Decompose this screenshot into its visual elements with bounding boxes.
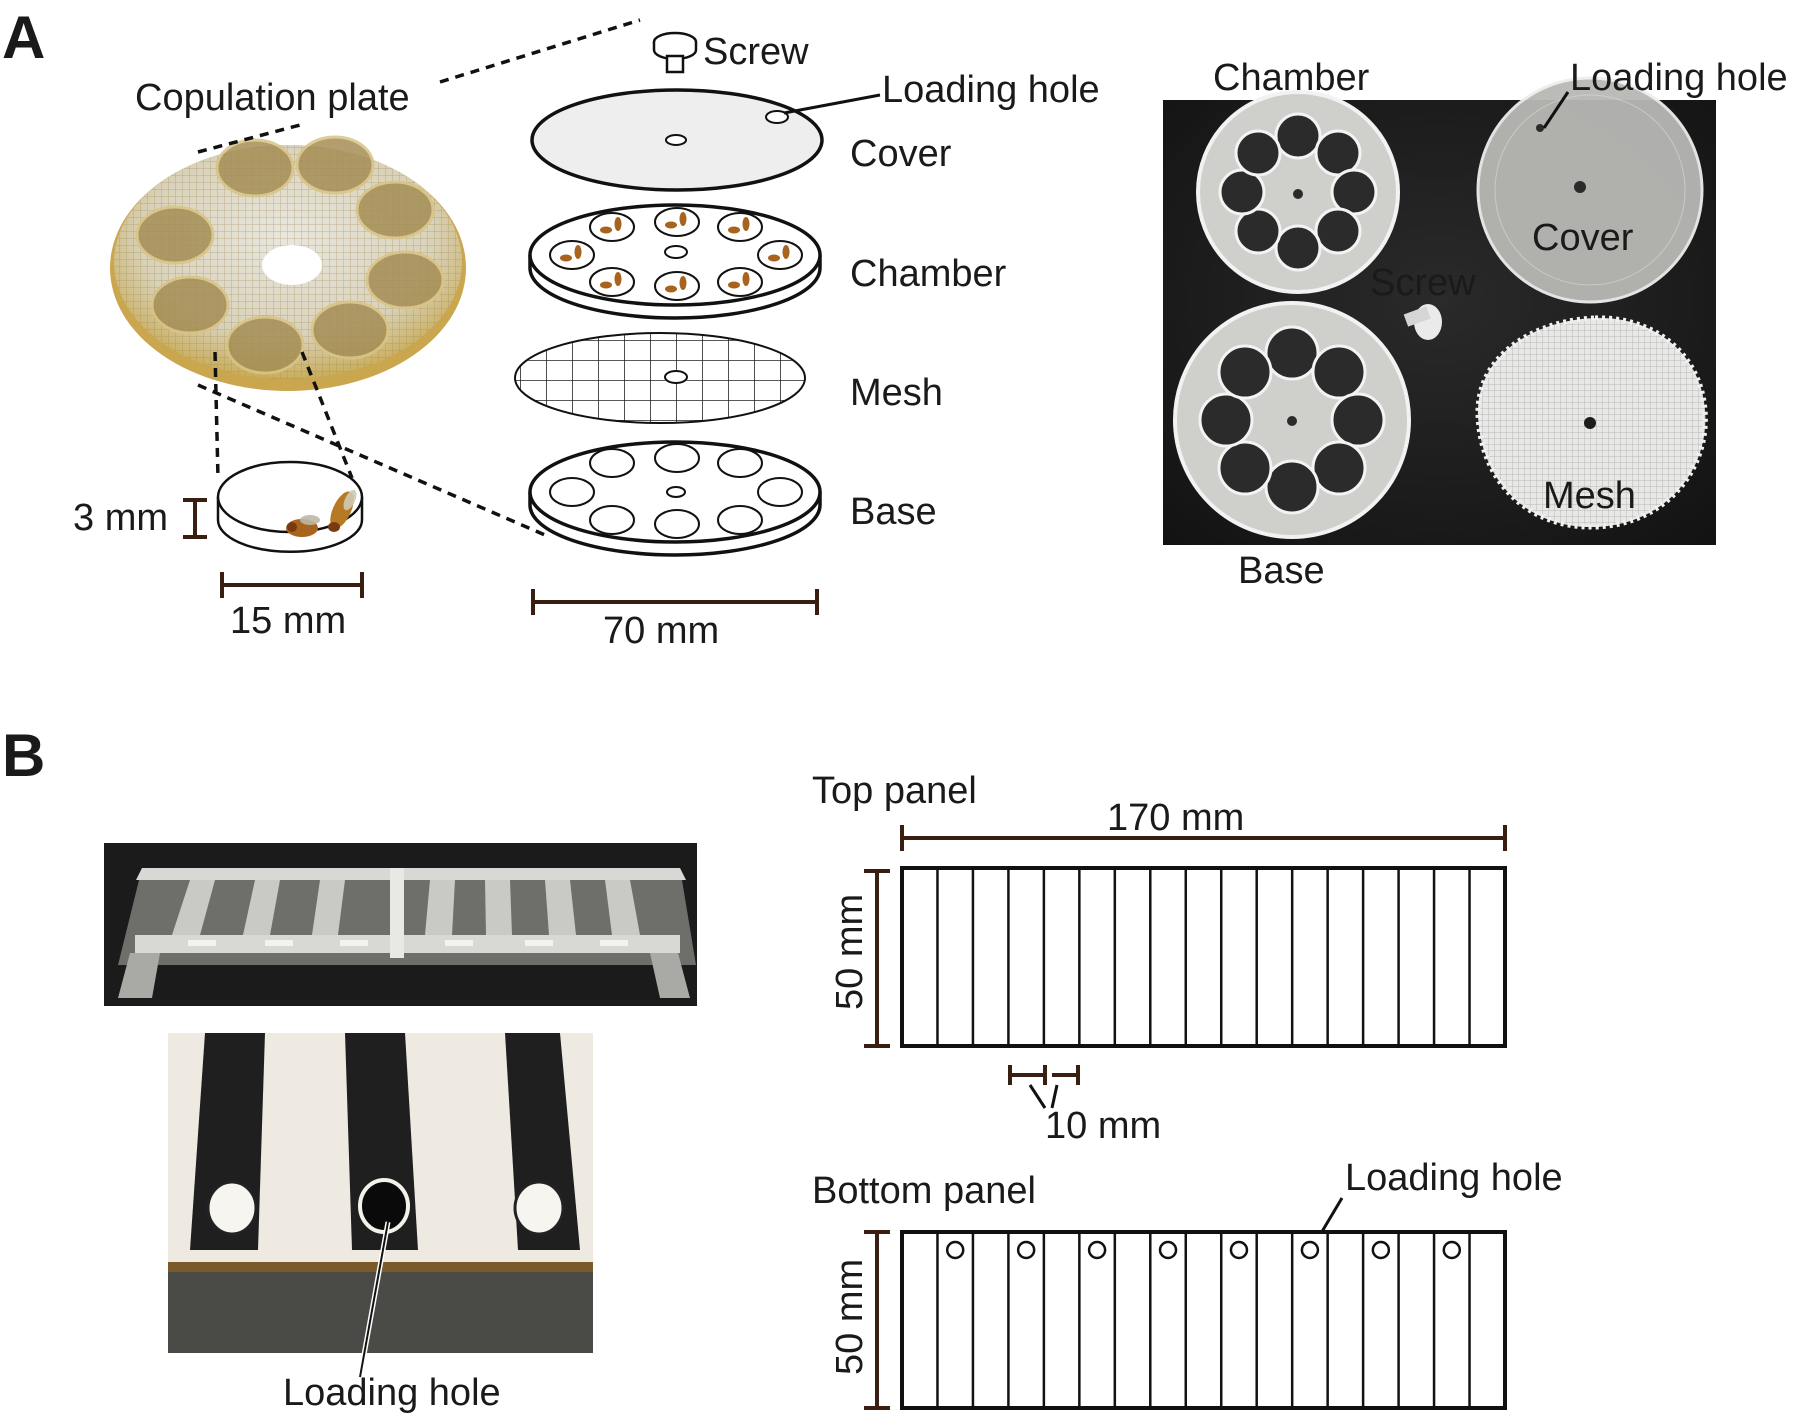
loading-hole-circle — [1371, 1240, 1391, 1260]
base-disc — [528, 440, 822, 557]
lane-width-label: 10 mm — [1045, 1105, 1161, 1147]
plate-diameter-label: 70 mm — [603, 610, 719, 652]
leader-line — [1542, 91, 1570, 129]
loading-hole-circle — [1442, 1240, 1462, 1260]
top-panel-label: Top panel — [812, 770, 977, 812]
loading-hole-circle — [1158, 1240, 1178, 1260]
photo-screw-label: Screw — [1370, 262, 1476, 304]
well-diameter-scale-bar — [220, 572, 364, 598]
loading-hole-circle — [945, 1240, 965, 1260]
chamber-disc-photo — [1196, 90, 1400, 294]
bottom-panel-label: Bottom panel — [812, 1170, 1036, 1212]
screw-icon — [652, 31, 698, 74]
fly-icon — [286, 515, 320, 537]
copulation-plate-label: Copulation plate — [135, 77, 410, 119]
cover-disc — [530, 88, 824, 192]
loading-hole-circle — [1229, 1240, 1249, 1260]
screw-icon — [1403, 304, 1442, 340]
loading-hole-circle — [1016, 1240, 1036, 1260]
single-well-drawing — [216, 460, 364, 554]
photo-chamber-label: Chamber — [1213, 57, 1370, 99]
base-disc-photo — [1173, 301, 1411, 539]
bottom-panel-schematic — [900, 1230, 1507, 1410]
photo-mesh-label: Mesh — [1543, 475, 1636, 517]
closeup-loading-hole-label: Loading hole — [283, 1372, 501, 1414]
leader-line — [359, 1221, 389, 1378]
top-panel-schematic — [900, 866, 1507, 1048]
fly-icon — [328, 489, 357, 532]
cover-label: Cover — [850, 133, 952, 175]
panel-letter-a: A — [2, 4, 45, 71]
top-panel-lanes — [936, 868, 1471, 1046]
bottom-height-scale-bar — [864, 1230, 890, 1410]
chamber-disc — [528, 203, 822, 320]
connector-line — [213, 351, 220, 479]
well-diameter-label: 15 mm — [230, 600, 346, 642]
closeup-photo — [168, 1033, 593, 1353]
connector-line — [300, 351, 354, 479]
leader-line — [783, 93, 881, 115]
connector-line — [197, 123, 301, 154]
well-height-label: 3 mm — [73, 497, 168, 539]
screw-label: Screw — [703, 31, 809, 73]
cover-disc-photo — [1476, 76, 1704, 304]
panel-letter-b: B — [2, 722, 45, 789]
loading-hole-circle — [1087, 1240, 1107, 1260]
bottom-panel-lanes — [936, 1232, 1471, 1408]
mesh-photo — [1475, 315, 1708, 530]
chamber-label: Chamber — [850, 253, 1007, 295]
photo-loading-hole-label: Loading hole — [1570, 57, 1788, 99]
top-width-scale-bar — [900, 825, 1507, 851]
mesh-disc — [514, 332, 806, 424]
top-height-scale-bar — [864, 869, 890, 1048]
mesh-label: Mesh — [850, 372, 943, 414]
parts-photo — [1163, 76, 1716, 545]
rack-photo — [104, 843, 697, 1006]
bottom-loading-hole-label: Loading hole — [1345, 1157, 1563, 1199]
base-label: Base — [850, 491, 937, 533]
top-height-label: 50 mm — [829, 894, 871, 1010]
photo-cover-label: Cover — [1532, 217, 1634, 259]
loading-hole-label: Loading hole — [882, 69, 1100, 111]
loading-hole-circle — [1300, 1240, 1320, 1260]
top-width-label: 170 mm — [1107, 797, 1244, 839]
height-scale-bar — [183, 498, 207, 539]
bottom-height-label: 50 mm — [829, 1259, 871, 1375]
plate-diameter-scale-bar — [531, 589, 819, 615]
lane-width-scale-bar — [1008, 1065, 1080, 1109]
connector-line — [439, 18, 641, 84]
copulation-plate-photo — [110, 135, 466, 391]
photo-base-label: Base — [1238, 550, 1325, 592]
